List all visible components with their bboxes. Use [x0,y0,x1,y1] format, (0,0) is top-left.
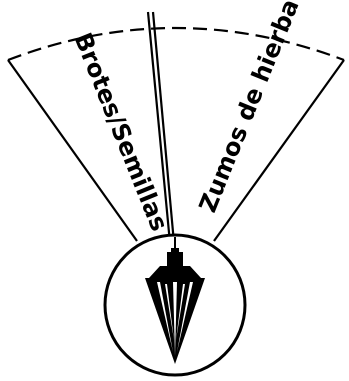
pendulum-neck [171,248,179,254]
pendulum-cap [167,252,183,266]
pendulum-dial [105,235,245,375]
sector-label-zumos-de-hierba: Zumos de hierba [194,0,305,216]
fan-chart [8,12,344,243]
